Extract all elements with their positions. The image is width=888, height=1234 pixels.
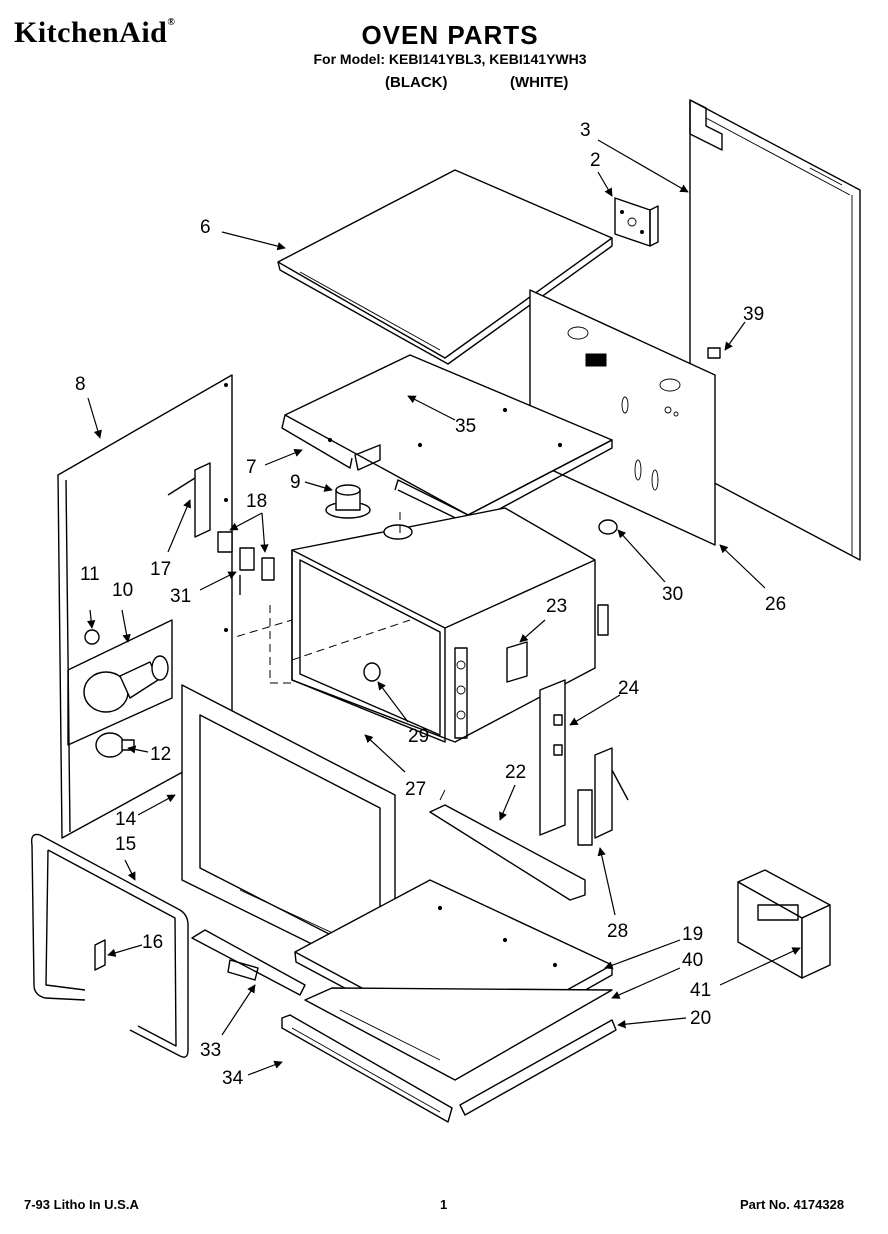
part-2-bracket — [614, 197, 659, 247]
callout-20: 20 — [690, 1008, 711, 1029]
part-33-bracket — [191, 929, 306, 996]
part-15-gasket — [30, 833, 189, 1058]
callout-numbers: 2 3 6 39 8 35 7 9 18 17 31 11 10 30 26 2… — [75, 120, 786, 1089]
leader-arrows — [86, 139, 801, 1076]
callout-14: 14 — [115, 809, 137, 830]
callout-3: 3 — [580, 120, 591, 141]
callout-11: 11 — [80, 564, 100, 585]
callout-9: 9 — [290, 472, 301, 493]
callout-40: 40 — [682, 950, 703, 971]
footer-page-number: 1 — [440, 1197, 448, 1212]
part-22-rail — [429, 789, 586, 901]
callout-33: 33 — [200, 1040, 221, 1061]
callout-18: 18 — [246, 491, 267, 512]
part-10-light-assembly — [67, 619, 173, 746]
callout-41: 41 — [690, 980, 711, 1001]
part-28-hinge — [577, 747, 629, 846]
brand-wordmark: KitchenAid — [14, 16, 168, 49]
callout-27: 27 — [405, 779, 426, 800]
model-line: For Model: KEBI141YBL3, KEBI141YWH3 — [313, 51, 587, 67]
callout-39: 39 — [743, 304, 764, 325]
part-7-oven-top — [281, 354, 613, 526]
part-3-rear-panel — [689, 99, 861, 561]
registered-mark: ® — [167, 17, 176, 28]
callout-22: 22 — [505, 762, 526, 783]
callout-35: 35 — [455, 416, 476, 437]
kitchenaid-logo: KitchenAid® — [14, 18, 175, 48]
part-34-vent-strip — [281, 1014, 453, 1123]
part-20-strip — [459, 1019, 617, 1116]
callout-28: 28 — [607, 921, 628, 942]
callout-29: 29 — [408, 726, 429, 747]
part-39-clip — [707, 347, 721, 359]
part-17-bracket — [167, 462, 211, 538]
variant-white: (WHITE) — [510, 74, 569, 91]
callout-24: 24 — [618, 678, 640, 699]
footer-date-litho: 7-93 Litho In U.S.A — [24, 1197, 139, 1212]
part-27-oven-liner — [291, 507, 609, 743]
variant-black: (BLACK) — [385, 74, 448, 91]
callout-2: 2 — [590, 150, 601, 171]
part-30-knob — [598, 519, 618, 535]
part-26-side-panel — [529, 289, 716, 546]
callout-16: 16 — [142, 932, 163, 953]
page-title: OVEN PARTS — [361, 20, 539, 50]
part-24-hinge-bracket — [539, 679, 566, 836]
part-6-top-panel — [277, 169, 613, 365]
callout-17: 17 — [150, 559, 171, 580]
callout-34: 34 — [222, 1068, 244, 1089]
callout-26: 26 — [765, 594, 786, 615]
callout-7: 7 — [246, 457, 257, 478]
callout-10: 10 — [112, 580, 133, 601]
part-16-clip — [94, 939, 106, 971]
part-23-clip — [506, 641, 528, 683]
part-18-switch — [217, 531, 275, 595]
part-9-vent-cap — [325, 484, 371, 519]
callout-31: 31 — [170, 586, 191, 607]
callout-30: 30 — [662, 584, 683, 605]
part-40-trim — [304, 987, 613, 1081]
callout-19: 19 — [682, 924, 703, 945]
part-29-plug — [363, 662, 381, 682]
callout-15: 15 — [115, 834, 136, 855]
callout-6: 6 — [200, 217, 211, 238]
footer-part-number: Part No. 4174328 — [740, 1197, 845, 1212]
callout-12: 12 — [150, 744, 171, 765]
part-41-rear-bracket — [737, 869, 831, 979]
callout-23: 23 — [546, 596, 567, 617]
callout-8: 8 — [75, 374, 86, 395]
